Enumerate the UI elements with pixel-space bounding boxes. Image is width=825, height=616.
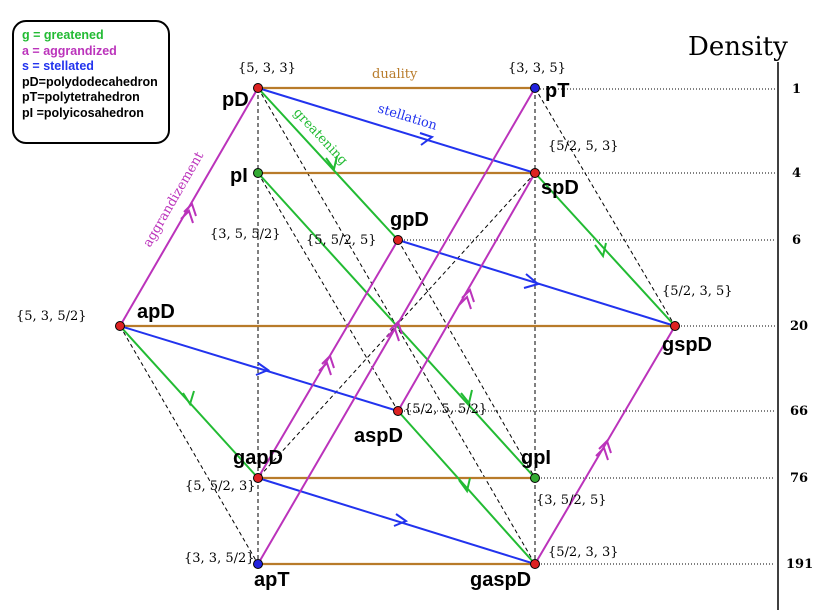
density-value-20: 20 xyxy=(790,319,808,334)
node-apD xyxy=(115,321,125,331)
duality-label: duality xyxy=(372,67,418,82)
legend: g = greatened a = aggrandized s = stella… xyxy=(12,20,170,144)
label-pT: pT xyxy=(545,80,569,102)
legend-aggrandized: a = aggrandized xyxy=(22,43,117,58)
label-pD: pD xyxy=(222,89,249,111)
node-gpD xyxy=(393,235,403,245)
notation-pT: {3, 3, 5} xyxy=(508,61,566,76)
node-pI xyxy=(253,168,263,178)
label-gspD: gspD xyxy=(662,334,712,356)
label-gapD: gapD xyxy=(233,447,283,469)
node-gspD xyxy=(670,321,680,331)
aggrandizement-edges xyxy=(119,87,676,565)
notation-gspD: {5/2, 3, 5} xyxy=(662,284,733,299)
notation-pD: {5, 3, 3} xyxy=(238,61,296,76)
notation-spD: {5/2, 5, 3} xyxy=(548,139,619,154)
notation-gpI: {3, 5/2, 5} xyxy=(536,493,607,508)
greatening-label: greatening xyxy=(290,105,350,168)
notation-gaspD: {5/2, 3, 3} xyxy=(548,545,619,560)
nodes xyxy=(115,83,680,569)
node-pT xyxy=(530,83,540,93)
legend-polydodecahedron: pD=polydodecahedron xyxy=(22,74,158,89)
density-value-76: 76 xyxy=(790,471,808,486)
stellation-label: stellation xyxy=(376,101,440,133)
label-gaspD: gaspD xyxy=(470,569,531,591)
notation-apT: {3, 3, 5/2} xyxy=(184,551,255,566)
density-value-66: 66 xyxy=(790,404,808,419)
legend-stellated: s = stellated xyxy=(22,59,94,73)
node-aspD xyxy=(393,406,403,416)
node-gaspD xyxy=(530,559,540,569)
density-guides xyxy=(398,88,775,565)
density-title: Density xyxy=(688,32,788,62)
density-value-191: 191 xyxy=(786,557,813,572)
label-apT: apT xyxy=(254,569,290,591)
notation-gapD: {5, 5/2, 3} xyxy=(185,479,256,494)
label-gpI: gpI xyxy=(521,447,551,469)
legend-greatened: g = greatened xyxy=(22,28,104,42)
legend-polyicosahedron: pI =polyicosahedron xyxy=(22,105,144,120)
density-value-4: 4 xyxy=(792,166,801,181)
density-value-1: 1 xyxy=(792,82,801,97)
notation-gpD: {5, 5/2, 5} xyxy=(306,233,377,248)
label-gpD: gpD xyxy=(390,209,429,231)
density-value-6: 6 xyxy=(792,233,801,248)
label-spD: spD xyxy=(541,177,579,199)
label-pI: pI xyxy=(230,165,248,187)
legend-polytetrahedron: pT=polytetrahedron xyxy=(22,90,140,104)
stellation-edges xyxy=(119,87,676,565)
notation-aspD: {5/2, 5, 5/2} xyxy=(404,402,487,417)
label-apD: apD xyxy=(137,301,175,323)
label-aspD: aspD xyxy=(354,425,403,447)
node-apT xyxy=(253,559,263,569)
notation-apD: {5, 3, 5/2} xyxy=(16,309,87,324)
node-spD xyxy=(530,168,540,178)
node-pD xyxy=(253,83,263,93)
node-gapD xyxy=(253,473,263,483)
notation-pI: {3, 5, 5/2} xyxy=(210,227,281,242)
node-gpI xyxy=(530,473,540,483)
